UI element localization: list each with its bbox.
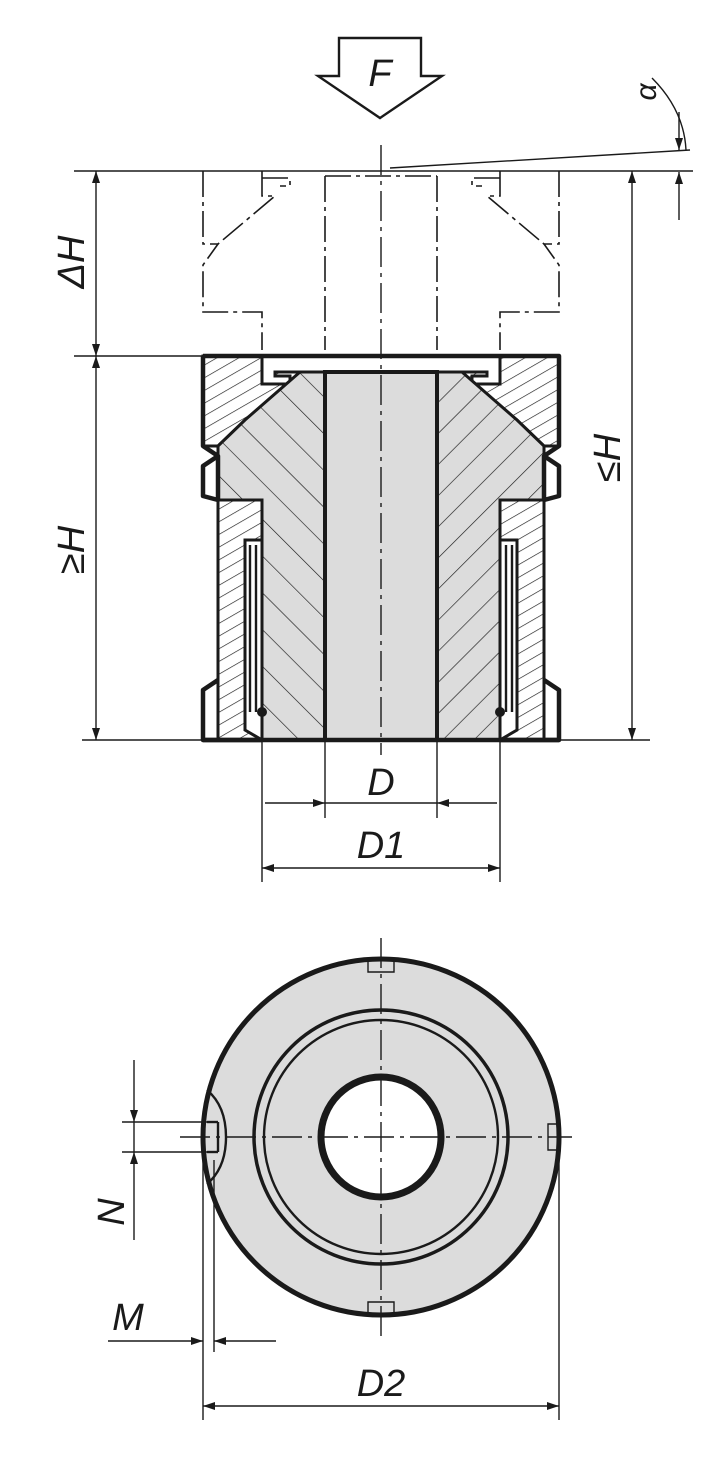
slot-width-label: N bbox=[91, 1198, 133, 1226]
slot-depth-label: M bbox=[112, 1297, 144, 1339]
force-arrow: F bbox=[314, 36, 446, 120]
outer-diameter-label: D2 bbox=[357, 1363, 406, 1405]
force-label: F bbox=[368, 53, 393, 95]
min-height-label: ≥H bbox=[51, 525, 93, 574]
angle-label: α bbox=[630, 83, 663, 101]
body-diameter-label: D1 bbox=[357, 825, 406, 867]
section-view bbox=[74, 145, 693, 755]
delta-h-label: ΔH bbox=[51, 235, 93, 289]
outer-profile bbox=[200, 353, 562, 743]
bore-diameter-label: D bbox=[367, 762, 394, 804]
dimensions-plan: N M D2 bbox=[91, 1060, 560, 1420]
plan-view bbox=[180, 938, 572, 1336]
dimensions-section: ΔH ≥H ≤H α D D1 bbox=[51, 77, 687, 882]
max-height-label: ≤H bbox=[587, 433, 629, 482]
phantom-outline bbox=[74, 149, 693, 350]
